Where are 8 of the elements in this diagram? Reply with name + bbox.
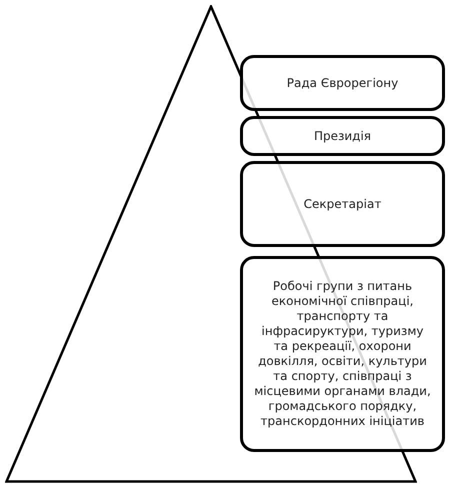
box-label: Робочі групи з питань економічної співпраці, транспорту та інфрасируктури, туризму та рекреації, охорони довкілля, освіти, культури та спорту, співпраці з місцевими органами влади, громадського порядку, транскордонних ініціатив [253,279,432,429]
rounded-box [240,161,445,247]
rounded-box [240,116,445,156]
rounded-box [240,55,445,111]
box-label: Президія [314,128,372,144]
rounded-box [240,256,445,452]
box-label: Рада Єврорегіону [286,76,398,90]
box-label: Секретаріат [304,196,382,212]
